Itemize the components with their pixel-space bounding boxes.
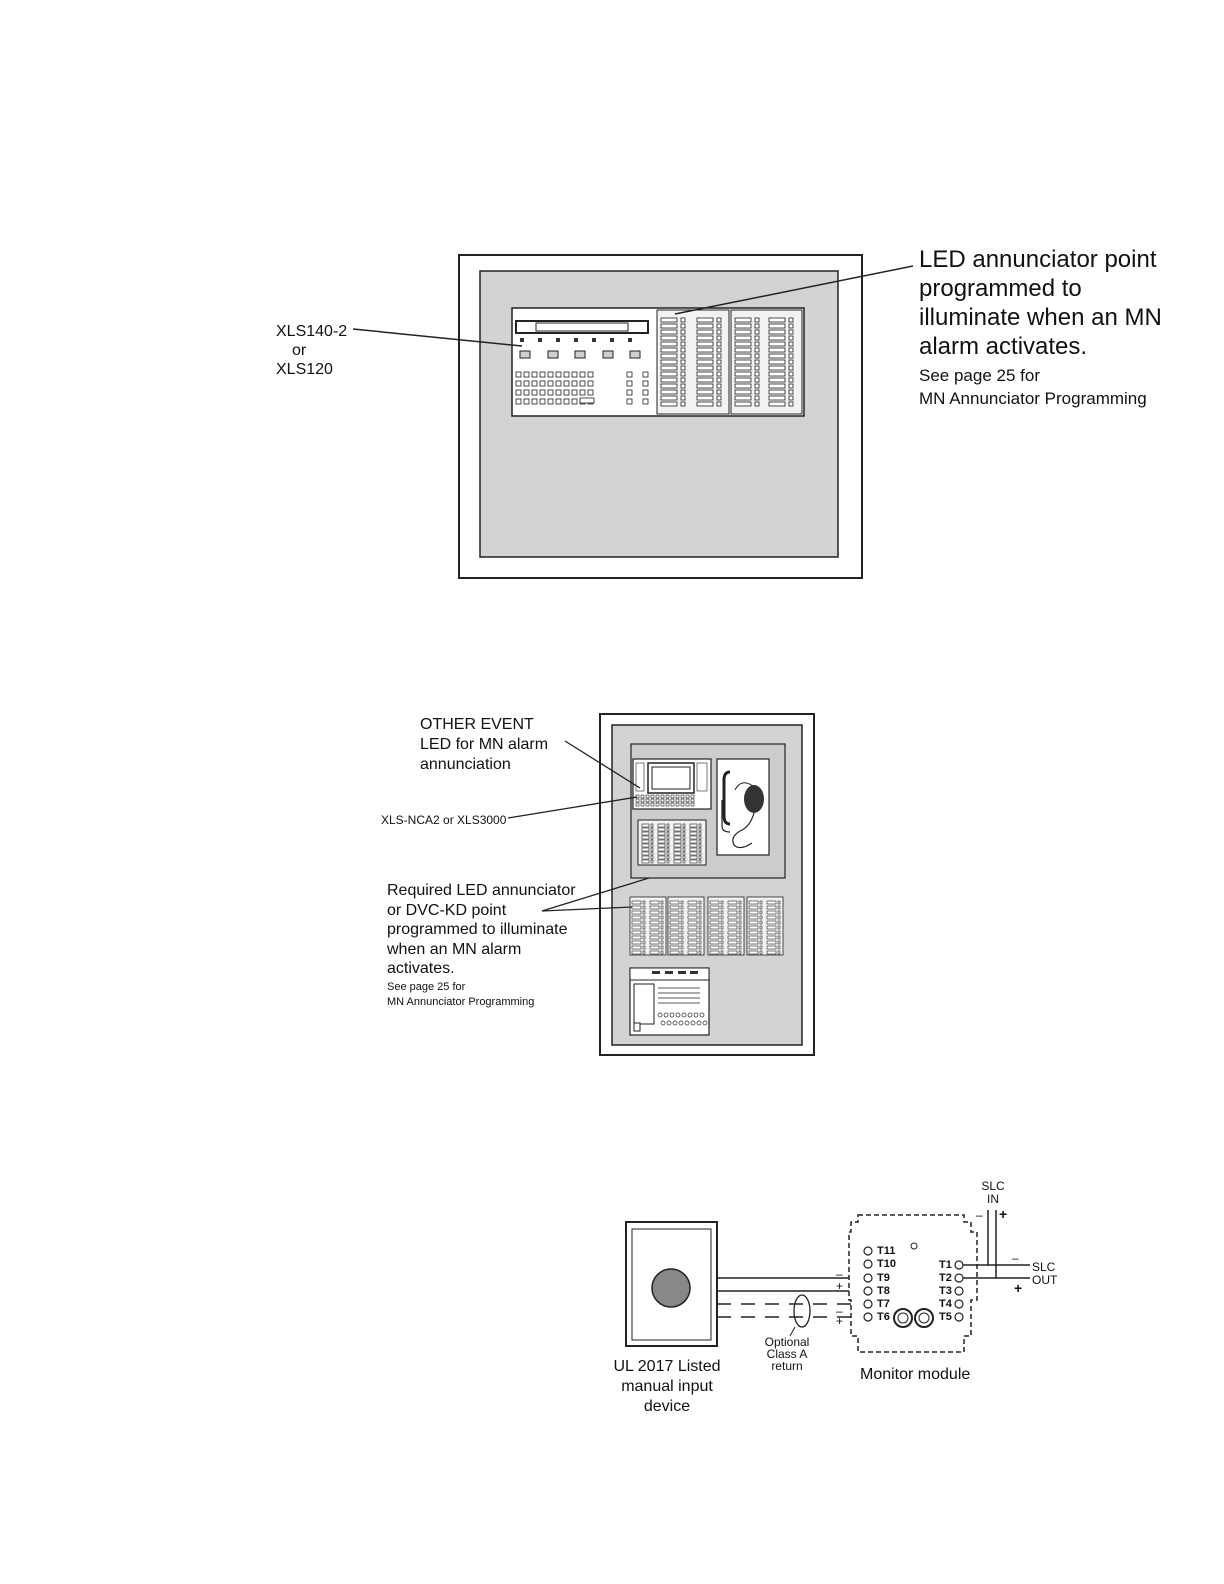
monitor-module-body — [848, 1214, 978, 1353]
figure1-note-line2: MN Annunciator Programming — [919, 389, 1147, 408]
figure2-note-line2: MN Annunciator Programming — [387, 996, 535, 1008]
figure1-panel-label-or: or — [292, 342, 307, 359]
slc-in-plus: + — [999, 1206, 1008, 1222]
device-label-line3: device — [643, 1398, 691, 1415]
figure1-panel-label: XLS140-2 — [276, 323, 348, 340]
figure2-small-annunciator — [641, 823, 702, 864]
wire-plus-upper: + — [836, 1279, 844, 1293]
figure1-keypad — [515, 371, 649, 405]
figure2-req-line3: programmed to illuminate — [387, 921, 568, 938]
wire-plus-lower: + — [836, 1314, 844, 1328]
wire-minus-upper: – — [836, 1267, 843, 1281]
terminal-t8: T8 — [877, 1285, 890, 1297]
terminal-t5: T5 — [939, 1311, 952, 1323]
figure1-callout-line1: LED annunciator point — [919, 246, 1157, 273]
figure2-req-line5: activates. — [387, 960, 455, 977]
figure2-display-keypad — [635, 762, 708, 807]
figure1-note-line1: See page 25 for — [919, 366, 1040, 385]
pull-station-button — [651, 1268, 691, 1308]
figure2-event-line3: annunciation — [420, 756, 511, 773]
monitor-module-label: Monitor module — [860, 1366, 971, 1383]
slc-out-label: SLC — [1032, 1260, 1056, 1274]
terminal-t6: T6 — [877, 1311, 890, 1323]
figure1-callout-line2: programmed to — [919, 275, 1082, 302]
figure2-event-line2: LED for MN alarm — [420, 736, 549, 753]
terminal-t2: T2 — [939, 1272, 952, 1284]
figure1-cabinet — [352, 254, 914, 579]
figure1-callout-line3: illuminate when an MN — [919, 304, 1162, 331]
terminal-t4: T4 — [939, 1298, 952, 1310]
figure2-req-line4: when an MN alarm — [387, 941, 522, 958]
slc-out-minus: – — [1012, 1251, 1019, 1265]
figure2-cabinet — [507, 713, 815, 1056]
optional-return-loop — [793, 1294, 811, 1328]
optional-return-label-line2: Class A — [766, 1347, 808, 1361]
figure1-callout-line4: alarm activates. — [919, 333, 1088, 360]
figure3-wiring — [625, 1210, 1030, 1353]
figure2-note-line1: See page 25 for — [387, 981, 466, 993]
terminal-t9: T9 — [877, 1272, 890, 1284]
terminal-t11: T11 — [877, 1245, 896, 1257]
figure2-req-line2: or DVC-KD point — [387, 902, 507, 919]
figure2-annunciator-row — [629, 896, 784, 956]
terminal-t10: T10 — [877, 1258, 896, 1270]
figure2-event-line1: OTHER EVENT — [420, 716, 534, 733]
device-label-line2: manual input — [621, 1378, 713, 1395]
slc-in-minus: – — [976, 1208, 983, 1222]
terminal-t7: T7 — [877, 1298, 890, 1310]
figure1-function-keys — [519, 350, 641, 359]
figure1-annunciator-modules — [656, 309, 803, 415]
slc-in-label-line2: IN — [987, 1192, 999, 1206]
device-label-line1: UL 2017 Listed — [613, 1358, 721, 1375]
figure2-panel-label: XLS-NCA2 or XLS3000 — [381, 813, 507, 827]
figure2-module-terminals — [657, 987, 708, 1026]
figure2-req-line1: Required LED annunciator — [387, 882, 576, 899]
figure1-led-row — [520, 338, 632, 342]
optional-return-label-line3: return — [771, 1359, 803, 1373]
slc-out-label-line2: OUT — [1032, 1273, 1058, 1287]
optional-return-label: Optional — [764, 1335, 810, 1349]
terminal-t3: T3 — [939, 1285, 952, 1297]
terminal-t1: T1 — [939, 1259, 952, 1271]
figure1-panel-label-alt: XLS120 — [276, 361, 333, 378]
slc-out-plus: + — [1014, 1280, 1023, 1296]
slc-in-label: SLC — [981, 1179, 1005, 1193]
wire-minus-lower: – — [836, 1304, 843, 1318]
